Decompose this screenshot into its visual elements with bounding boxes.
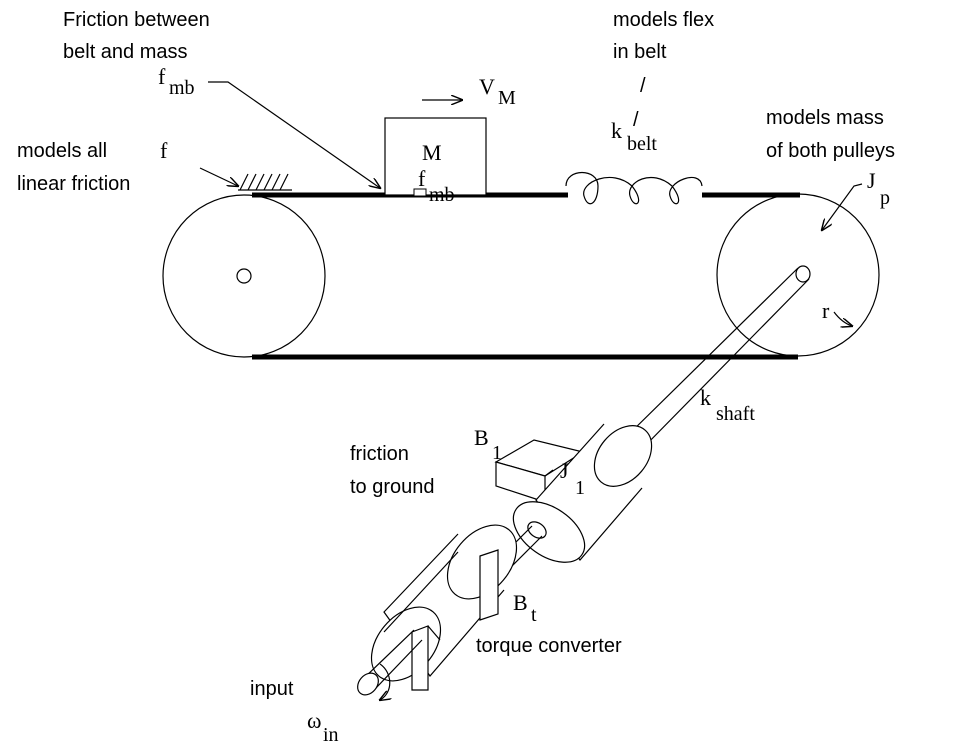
friction-ground-line2: to ground: [350, 476, 435, 498]
j1-label: J: [560, 458, 569, 483]
velocity-label-sub: M: [498, 87, 516, 109]
left-pulley-axle: [236, 268, 252, 284]
f-leader: [199, 167, 238, 186]
models-flex-line2: in belt: [613, 41, 667, 63]
friction-ground-line1: friction: [350, 443, 409, 465]
bt-label-sub: t: [531, 604, 537, 626]
j1-label-sub: 1: [575, 477, 585, 499]
jp-label: J: [867, 168, 876, 193]
omega-label-sub: in: [323, 724, 339, 745]
ground-hatch: [238, 173, 292, 191]
models-all-line1: models all: [17, 140, 107, 162]
left-pulley: [162, 194, 326, 358]
k-belt-label-sub: belt: [627, 133, 657, 155]
k-shaft-label-sub: shaft: [716, 403, 755, 425]
belt-spring: [565, 172, 703, 205]
shaft: [622, 265, 811, 452]
models-mass-line1: models mass: [766, 107, 884, 129]
omega-label: ω: [307, 708, 321, 733]
models-flex-line1: models flex: [613, 9, 714, 31]
fmb-belt-label-sub: mb: [429, 184, 455, 206]
models-all-line2: linear friction: [17, 173, 130, 195]
input-shaft: [357, 629, 423, 696]
input-label: input: [250, 678, 294, 700]
mass-block: [384, 117, 487, 196]
omega-rotation-arrow: [380, 663, 390, 700]
f-linear-label: f: [160, 138, 168, 163]
k-shaft-label: k: [700, 385, 711, 410]
r-leader: [833, 311, 852, 326]
mass-belt-contact: [413, 188, 427, 197]
velocity-label: V: [479, 74, 495, 99]
torque-converter-label: torque converter: [476, 635, 622, 657]
jp-leader: [822, 183, 863, 230]
friction-belt-mass-line2: belt and mass: [63, 41, 188, 63]
friction-belt-mass-line1: Friction between: [63, 9, 210, 31]
mass-label: M: [422, 140, 442, 165]
k-belt-label: k: [611, 118, 622, 143]
slash-2: /: [633, 109, 639, 131]
slash-1: /: [640, 75, 646, 97]
b1-label-sub: 1: [492, 442, 502, 464]
torque-converter: [370, 524, 518, 691]
jp-label-sub: p: [880, 187, 890, 209]
models-mass-line2: of both pulleys: [766, 140, 895, 162]
fmb-label-sub: mb: [169, 77, 195, 99]
fmb-leader: [208, 81, 380, 188]
b1-label: B: [474, 425, 489, 450]
r-label: r: [822, 298, 830, 323]
fmb-belt-label: f: [418, 166, 426, 191]
fmb-label: f: [158, 64, 166, 89]
bt-label: B: [513, 590, 528, 615]
